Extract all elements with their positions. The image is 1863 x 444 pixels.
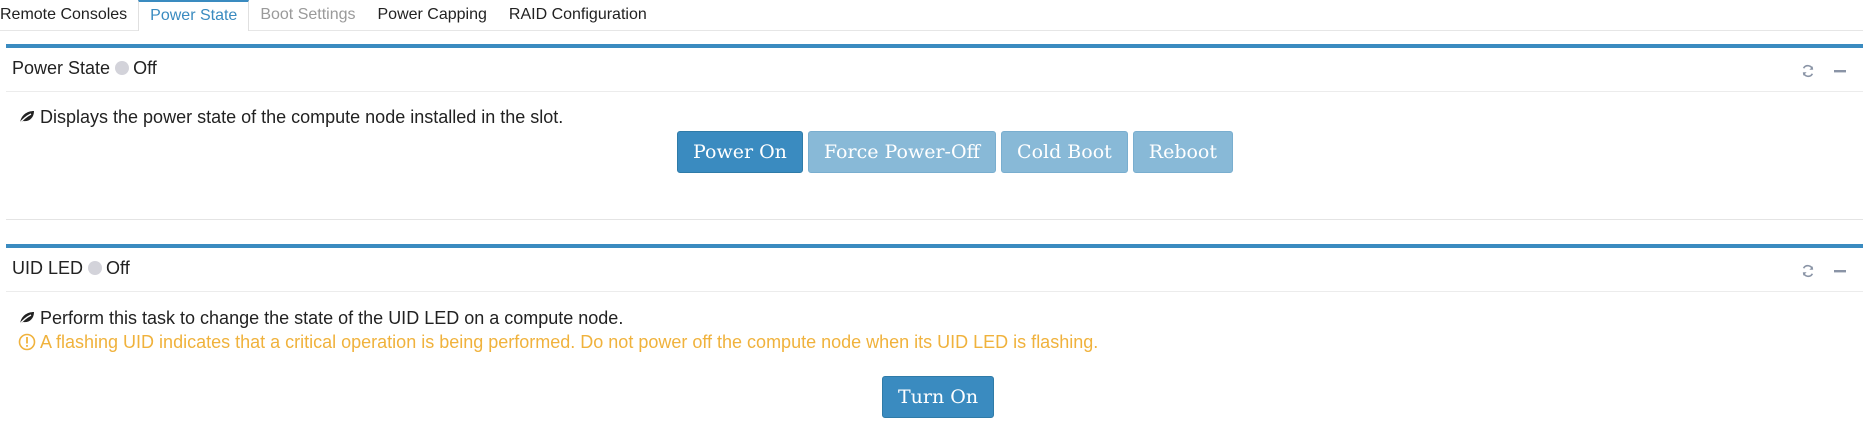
tab-bar: Remote Consoles Power State Boot Setting… [0,0,1863,31]
turn-on-button[interactable]: Turn On [882,376,995,418]
cold-boot-button[interactable]: Cold Boot [1001,131,1128,173]
uid-led-panel-header: UID LED Off [6,248,1863,292]
refresh-icon[interactable] [1799,262,1817,280]
force-power-off-button[interactable]: Force Power-Off [807,131,997,173]
power-on-button[interactable]: Power On [677,131,803,173]
uid-led-warning: A flashing UID indicates that a critical… [18,331,1098,353]
warning-circle-icon [18,333,36,351]
tab-remote-consoles[interactable]: Remote Consoles [0,6,128,23]
uid-led-panel: UID LED Off [6,244,1863,444]
power-description-text: Displays the power state of the compute … [40,107,564,127]
power-state-panel: Power State Off [6,44,1863,220]
tab-power-capping[interactable]: Power Capping [377,6,487,23]
reboot-button[interactable]: Reboot [1132,131,1234,173]
uid-status-text: Off [106,258,130,278]
uid-actions: Turn On [882,376,995,418]
power-actions: Power On Force Power-Off Cold Boot Reboo… [677,131,1234,173]
panel-title: UID LED Off [12,256,130,280]
uid-warning-text: A flashing UID indicates that a critical… [40,332,1099,352]
tab-power-state[interactable]: Power State [138,0,250,31]
power-status-text: Off [133,58,157,78]
uid-led-description: Perform this task to change the state of… [18,306,623,330]
minimize-icon[interactable] [1831,262,1849,280]
tab-raid-configuration[interactable]: RAID Configuration [508,6,647,23]
refresh-icon[interactable] [1799,62,1817,80]
power-state-title: Power State [12,58,111,78]
leaf-icon [18,310,36,326]
leaf-icon [18,109,36,125]
power-state-description: Displays the power state of the compute … [18,105,563,129]
power-state-panel-header: Power State Off [6,48,1863,92]
tab-boot-settings[interactable]: Boot Settings [260,6,356,23]
panel-header-actions [1799,262,1849,280]
minimize-icon[interactable] [1831,62,1849,80]
panel-title: Power State Off [12,56,157,80]
panel-header-actions [1799,62,1849,80]
uid-led-title: UID LED [12,258,84,278]
status-dot-icon [115,61,130,75]
uid-description-text: Perform this task to change the state of… [40,308,624,328]
status-dot-icon [88,261,103,275]
